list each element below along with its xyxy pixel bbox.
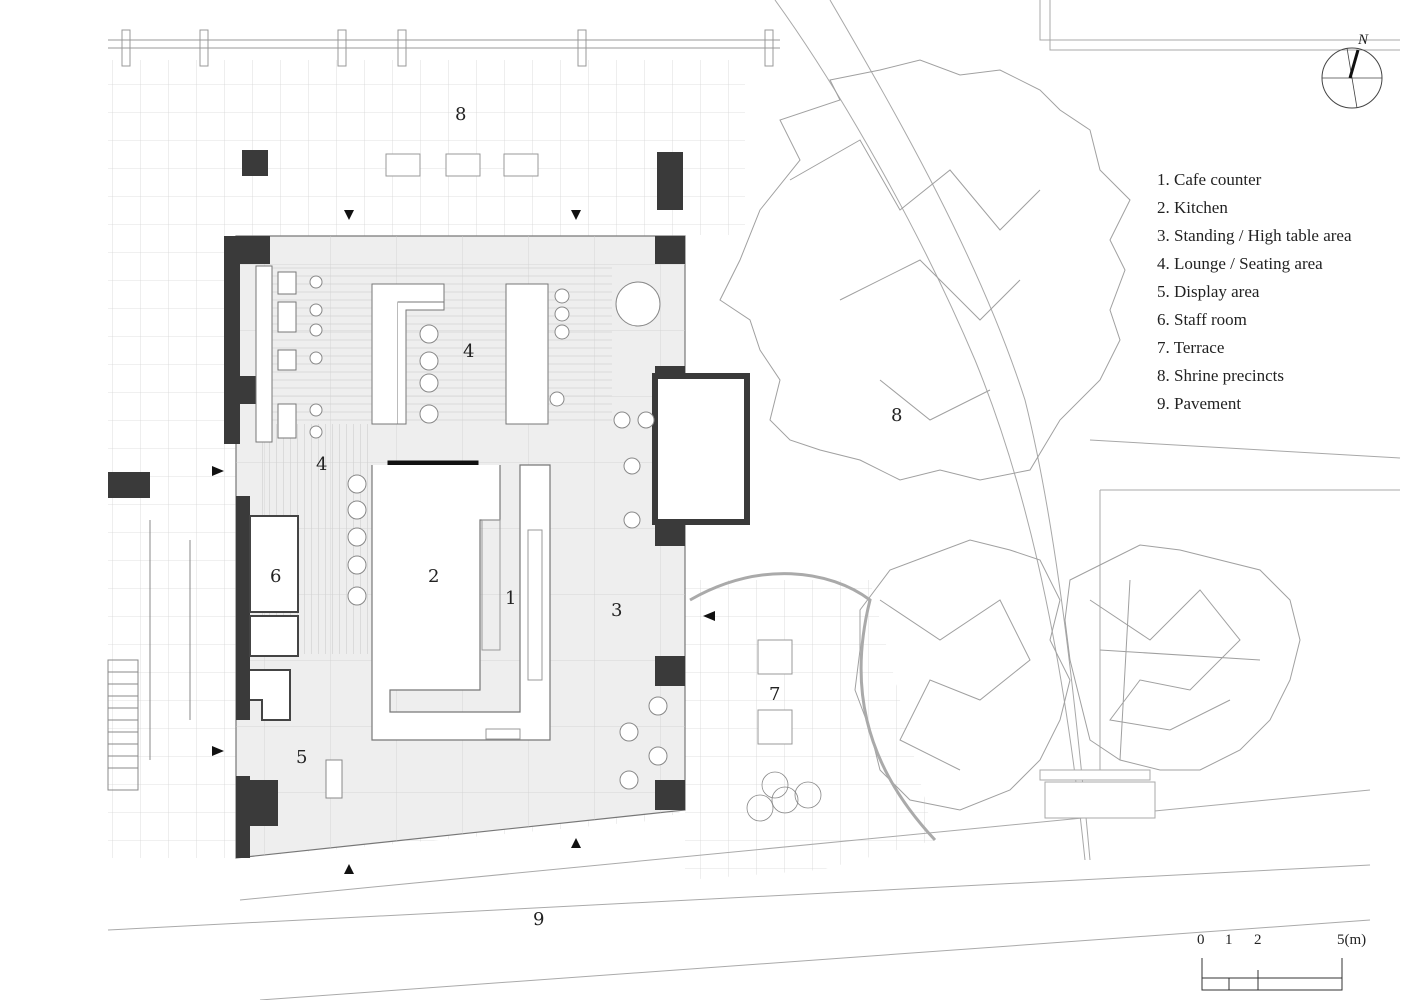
lounge-furniture — [255, 265, 549, 443]
east-pavilion — [652, 373, 750, 525]
shrine-boundary — [774, 0, 1401, 861]
entrance-arrows — [212, 210, 715, 874]
legend-item: 4. Lounge / Seating area — [1157, 254, 1323, 273]
scale-tick-0: 0 — [1197, 932, 1205, 948]
shrine-tree-canopy — [719, 59, 1301, 811]
zone-labels: 1 2 3 4 4 5 6 7 8 8 9 — [270, 104, 902, 930]
stools — [309, 275, 668, 790]
zone-label-staff-room: 6 — [270, 566, 281, 587]
terrace-edge — [689, 572, 937, 842]
legend-item: 6. Staff room — [1157, 310, 1247, 329]
terrace-slabs — [757, 639, 793, 745]
zone-label-shrine-east: 8 — [891, 405, 902, 426]
north-label: N — [1357, 32, 1369, 48]
legend-item: 8. Shrine precincts — [1157, 366, 1284, 385]
legend-item: 1. Cafe counter — [1157, 170, 1262, 189]
legend-item: 5. Display area — [1157, 282, 1260, 301]
legend-item: 3. Standing / High table area — [1157, 226, 1352, 245]
staff-room-walls — [249, 515, 299, 721]
zone-label-shrine-north: 8 — [455, 104, 466, 125]
zone-label-pavement: 9 — [533, 909, 544, 930]
north-arrow: N — [1321, 32, 1383, 109]
zone-label-lounge-west: 4 — [316, 454, 327, 475]
scale-bar: 0 1 2 5(m) — [1197, 932, 1366, 991]
legend: 1. Cafe counter 2. Kitchen 3. Standing /… — [1157, 166, 1352, 418]
outdoor-tables — [385, 153, 539, 177]
zone-label-display-area: 5 — [296, 747, 307, 768]
bench — [1039, 769, 1156, 819]
scale-tick-1: 1 — [1225, 932, 1233, 948]
west-stair — [107, 520, 191, 791]
legend-item: 2. Kitchen — [1157, 198, 1228, 217]
legend-item: 7. Terrace — [1157, 338, 1225, 357]
zone-label-cafe-counter: 1 — [505, 588, 516, 609]
north-fence — [108, 29, 780, 67]
zone-label-kitchen: 2 — [428, 566, 439, 587]
legend-item: 9. Pavement — [1157, 394, 1242, 413]
scale-tick-2: 2 — [1254, 932, 1262, 948]
display-plinth — [325, 759, 343, 799]
zone-label-terrace: 7 — [769, 684, 780, 705]
zone-label-lounge-north: 4 — [463, 341, 474, 362]
scale-tick-5: 5(m) — [1337, 932, 1366, 948]
zone-label-standing-area: 3 — [611, 600, 622, 621]
